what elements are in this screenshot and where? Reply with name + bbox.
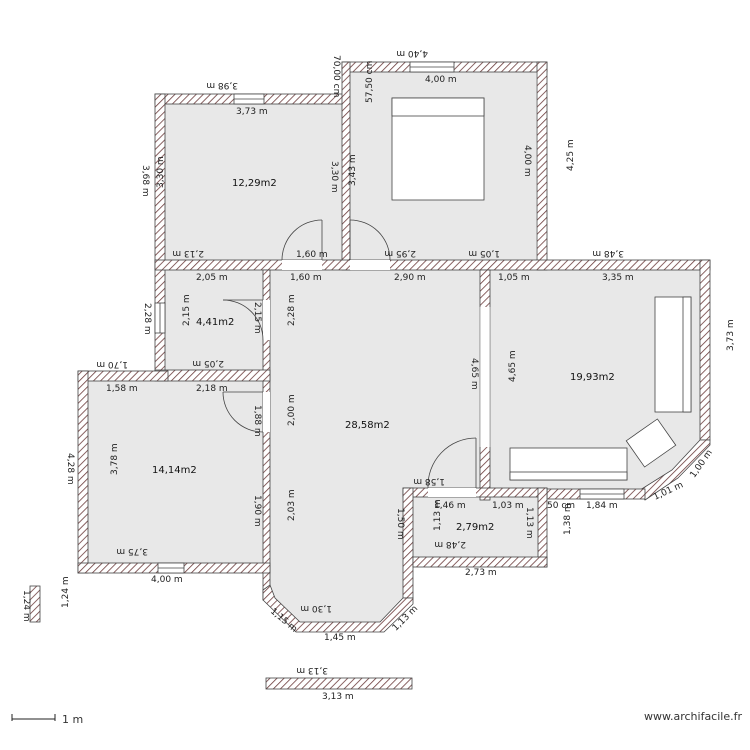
dim-label: 1,88 m (252, 405, 262, 437)
windows (154, 61, 625, 574)
dim-label: 2,03 m (287, 489, 297, 521)
wall-scale-bottom (265, 677, 413, 690)
dim-label: 3,13 m (296, 665, 328, 675)
wall-right-living (699, 259, 711, 441)
room-area-hall: 28,58m2 (345, 420, 390, 431)
dim-label: 1,58 m (106, 384, 138, 394)
dim-label: 4,65 m (469, 358, 479, 390)
dim-label: 1,90 m (252, 495, 262, 527)
dim-label: 2,28 m (142, 303, 152, 335)
dim-label: 2,13 m (172, 248, 204, 258)
dim-label: 2,73 m (465, 568, 497, 578)
dim-label: 1,24 m (21, 590, 31, 622)
dim-label: 1,58 m (413, 476, 445, 486)
furniture (391, 97, 692, 481)
dim-label: 2,90 m (394, 273, 426, 283)
wall-hall-bay (262, 584, 414, 633)
dim-label: 1,60 m (296, 250, 328, 260)
dim-label: 3,43 m (348, 154, 358, 186)
dim-label: 1,60 m (290, 273, 322, 283)
dim-label: 2,05 m (192, 358, 224, 368)
dim-label: 3,75 m (116, 546, 148, 556)
room-floors (88, 72, 700, 622)
dim-label: 1,84 m (586, 501, 618, 511)
wall-bath-left (402, 487, 414, 599)
dim-label: 1,38 m (563, 503, 573, 535)
dim-label: 4,00 m (522, 145, 532, 177)
floor-hall (270, 270, 480, 622)
floor-bedroom-left (165, 104, 343, 260)
wall-bath-bottom (412, 556, 548, 568)
dim-label: 4,40 m (396, 48, 428, 58)
dim-label: 2,00 m (287, 394, 297, 426)
wall-bath-right (537, 487, 548, 568)
wall-right-bedroom (536, 61, 548, 271)
dim-label: 2,05 m (196, 273, 228, 283)
dim-label: 3,30 m (329, 161, 339, 193)
scale-bar: 1 m (11, 713, 83, 726)
dim-label: 4,28 m (65, 453, 75, 485)
dim-label: 1,05 m (468, 248, 500, 258)
floor-left-room (88, 381, 263, 563)
floor-bath (413, 497, 538, 557)
floor-small-room (165, 270, 263, 370)
dim-label: 4,65 m (508, 350, 518, 382)
dim-label: 1,70 m (96, 359, 128, 369)
dim-label: 3,48 m (592, 248, 624, 258)
dim-label: 70,00 cm (331, 55, 341, 97)
room-labels: 12,29m2 4,41m2 14,14m2 28,58m2 19,93m2 2… (152, 178, 615, 533)
dim-label: 1,13 m (524, 507, 534, 539)
dim-label: 2,48 m (434, 539, 466, 549)
doors (222, 219, 491, 497)
wall-living-corner (639, 439, 711, 501)
dim-label: 1,50 m (395, 508, 405, 540)
dim-label: 57,50 cm (365, 61, 375, 103)
wall-small-room-bottom (154, 369, 271, 382)
armchair (625, 418, 677, 468)
wall-left-room-left (77, 370, 89, 574)
dim-label: 4,00 m (425, 75, 457, 85)
dim-label: 3,78 m (110, 443, 120, 475)
dim-label: 3,98 m (206, 80, 238, 90)
dim-label: 3,68 m (140, 165, 150, 197)
wall-mid-horizontal (154, 259, 711, 271)
dim-label: 50 cm (547, 501, 575, 511)
dim-label: 1,13 m (433, 499, 443, 531)
dim-label: 2,15 m (252, 302, 262, 334)
wall-scale-small (29, 585, 41, 623)
dim-label: 2,15 m (182, 294, 192, 326)
dim-label: 2,28 m (287, 294, 297, 326)
room-area-small-room: 4,41m2 (196, 317, 234, 328)
dim-label: 1,03 m (492, 501, 524, 511)
room-area-left-room: 14,14m2 (152, 465, 197, 476)
dim-label: 1,45 m (324, 633, 356, 643)
room-area-bath: 2,79m2 (456, 522, 494, 533)
dim-label: 3,13 m (322, 692, 354, 702)
wall-left-room-top (77, 370, 169, 382)
dim-label: 1,46 m (434, 501, 466, 511)
dim-label: 1,05 m (498, 273, 530, 283)
dim-label: 4,00 m (151, 575, 183, 585)
dim-label: 1,24 m (61, 576, 71, 608)
dim-label: 1,30 m (300, 603, 332, 613)
dim-label: 2,18 m (196, 384, 228, 394)
dim-label: 4,25 m (566, 139, 576, 171)
dim-label: 3,73 m (236, 107, 268, 117)
brand-text: www.archifacile.fr (644, 710, 742, 723)
dim-label: 3,35 m (602, 273, 634, 283)
scale-label: 1 m (62, 713, 83, 726)
dim-label: 2,95 m (384, 248, 416, 258)
dim-label: 3,73 m (726, 319, 736, 351)
room-area-living: 19,93m2 (570, 372, 615, 383)
dim-label: 3,30 m (156, 156, 166, 188)
room-area-bedroom-left: 12,29m2 (232, 178, 277, 189)
